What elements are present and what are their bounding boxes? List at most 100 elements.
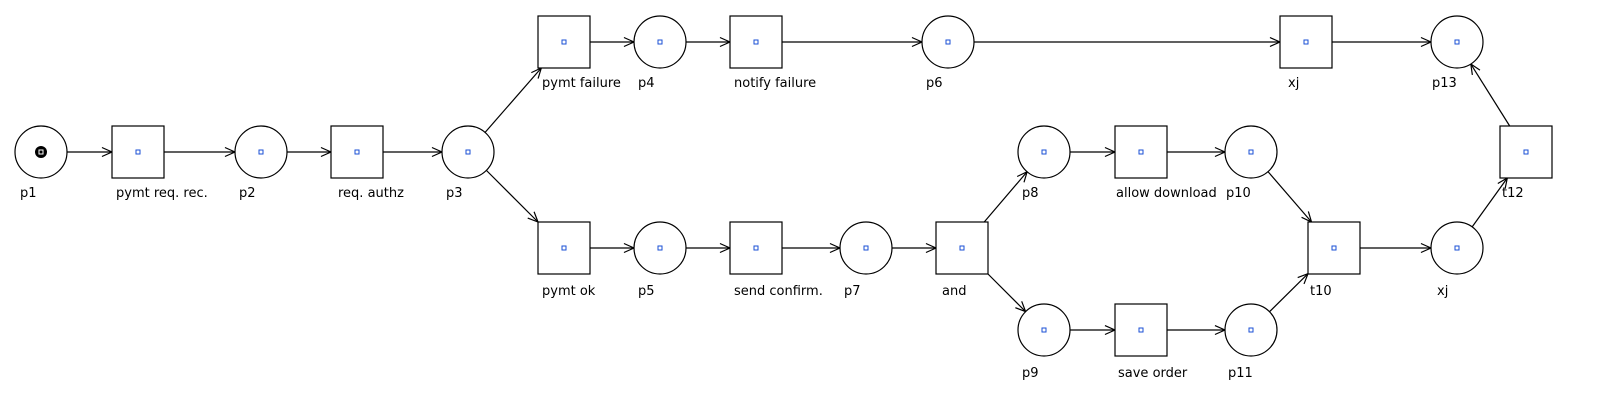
transition-box[interactable] xyxy=(330,125,384,179)
arc-t2-p3 xyxy=(383,146,444,158)
place-circle[interactable] xyxy=(441,125,495,179)
place-label-p9: p9 xyxy=(1022,366,1039,381)
token-icon xyxy=(35,146,47,158)
transition-box[interactable] xyxy=(1499,125,1553,179)
place-p5[interactable] xyxy=(633,221,687,275)
transition-t5[interactable] xyxy=(1279,15,1333,69)
transition-label-t6: pymt ok xyxy=(542,284,596,299)
arc-p7-t8 xyxy=(892,242,938,254)
place-circle[interactable] xyxy=(1224,303,1278,357)
transition-box[interactable] xyxy=(729,221,783,275)
transition-box[interactable] xyxy=(537,15,591,69)
transition-label-t3: pymt failure xyxy=(542,76,621,91)
arc-t8-p9 xyxy=(987,273,1027,313)
place-label-p5: p5 xyxy=(638,284,655,299)
center-marker-icon xyxy=(1454,245,1460,251)
place-p4[interactable] xyxy=(633,15,687,69)
place-p6[interactable] xyxy=(921,15,975,69)
transition-box[interactable] xyxy=(935,221,989,275)
arcs-layer xyxy=(67,36,1511,336)
arrowhead xyxy=(1470,62,1481,76)
place-label-p4: p4 xyxy=(638,76,655,91)
place-p8[interactable] xyxy=(1017,125,1071,179)
transition-label-t5: xj xyxy=(1288,76,1299,91)
center-marker-icon xyxy=(1523,149,1529,155)
arc-t12-p13 xyxy=(1470,62,1511,127)
arc-t5-p13 xyxy=(1332,36,1433,48)
transition-box[interactable] xyxy=(111,125,165,179)
transition-box[interactable] xyxy=(1279,15,1333,69)
arc-p5-t7 xyxy=(686,242,732,254)
arc-p3-t6 xyxy=(485,169,540,224)
transition-t12[interactable] xyxy=(1499,125,1553,179)
arc-line xyxy=(1470,63,1511,127)
place-circle[interactable] xyxy=(1430,221,1484,275)
arc-t4-p6 xyxy=(782,36,924,48)
transition-t4[interactable] xyxy=(729,15,783,69)
center-marker-icon xyxy=(959,245,965,251)
place-p2[interactable] xyxy=(234,125,288,179)
place-label-p10: p10 xyxy=(1226,186,1251,201)
place-label-p13: p13 xyxy=(1432,76,1457,91)
arc-t10-p11 xyxy=(1167,324,1227,336)
transition-box[interactable] xyxy=(729,15,783,69)
place-circle[interactable] xyxy=(234,125,288,179)
token-center xyxy=(38,149,44,155)
place-p13[interactable] xyxy=(1430,15,1484,69)
transition-box[interactable] xyxy=(1114,303,1168,357)
center-marker-icon xyxy=(657,245,663,251)
place-circle[interactable] xyxy=(633,15,687,69)
place-circle[interactable] xyxy=(633,221,687,275)
center-marker-icon xyxy=(1454,39,1460,45)
center-marker-icon xyxy=(753,245,759,251)
place-p9[interactable] xyxy=(1017,303,1071,357)
transition-t1[interactable] xyxy=(111,125,165,179)
place-label-p6: p6 xyxy=(926,76,943,91)
nodes-layer xyxy=(14,15,1553,357)
place-p7[interactable] xyxy=(839,221,893,275)
place-p11[interactable] xyxy=(1224,303,1278,357)
transition-box[interactable] xyxy=(537,221,591,275)
transition-t3[interactable] xyxy=(537,15,591,69)
arc-p6-t5 xyxy=(974,36,1282,48)
place-p1[interactable] xyxy=(14,125,68,179)
arc-line xyxy=(1471,177,1508,228)
transition-t7[interactable] xyxy=(729,221,783,275)
transition-t6[interactable] xyxy=(537,221,591,275)
center-marker-icon xyxy=(1041,327,1047,333)
arc-t3-p4 xyxy=(590,36,636,48)
center-marker-icon xyxy=(1331,245,1337,251)
arc-line xyxy=(484,67,542,133)
place-circle[interactable] xyxy=(1017,125,1071,179)
place-label-p3: p3 xyxy=(446,186,463,201)
arc-p10-t11 xyxy=(1267,171,1313,224)
transition-label-t4: notify failure xyxy=(734,76,816,91)
place-p10[interactable] xyxy=(1224,125,1278,179)
center-marker-icon xyxy=(258,149,264,155)
transition-label-t9: allow download xyxy=(1116,186,1217,201)
center-marker-icon xyxy=(753,39,759,45)
arc-line xyxy=(987,273,1027,313)
center-marker-icon xyxy=(657,39,663,45)
center-marker-icon xyxy=(1041,149,1047,155)
transition-t11[interactable] xyxy=(1307,221,1361,275)
transition-box[interactable] xyxy=(1114,125,1168,179)
place-circle[interactable] xyxy=(839,221,893,275)
transition-t8[interactable] xyxy=(935,221,989,275)
transition-t2[interactable] xyxy=(330,125,384,179)
place-p12[interactable] xyxy=(1430,221,1484,275)
arc-line xyxy=(1267,171,1312,223)
transition-t10[interactable] xyxy=(1114,303,1168,357)
transition-box[interactable] xyxy=(1307,221,1361,275)
place-p3[interactable] xyxy=(441,125,495,179)
center-marker-icon xyxy=(1248,149,1254,155)
place-circle[interactable] xyxy=(1224,125,1278,179)
transition-t9[interactable] xyxy=(1114,125,1168,179)
place-circle[interactable] xyxy=(921,15,975,69)
center-marker-icon xyxy=(561,39,567,45)
place-circle[interactable] xyxy=(1430,15,1484,69)
place-circle[interactable] xyxy=(1017,303,1071,357)
center-marker-icon xyxy=(561,245,567,251)
